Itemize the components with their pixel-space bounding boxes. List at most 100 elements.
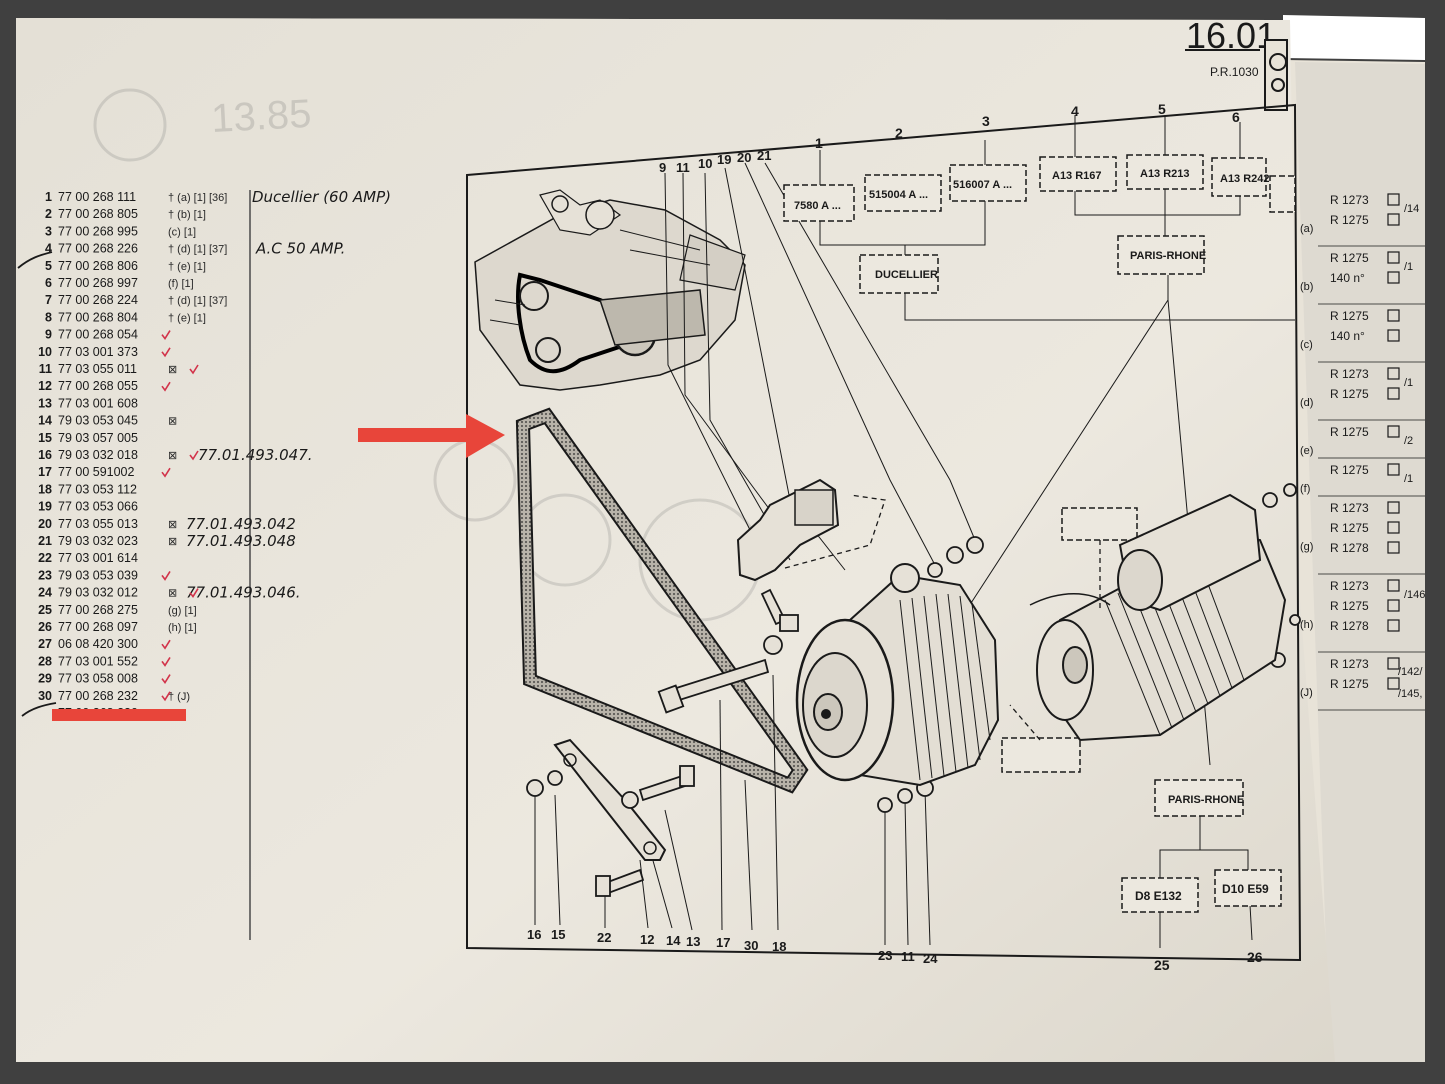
reference-symbol-icon bbox=[1387, 521, 1400, 534]
callout-23: 23 bbox=[878, 948, 892, 963]
reference-group: (f)R 1275/1 bbox=[1300, 463, 1425, 497]
check-mark bbox=[161, 691, 171, 702]
item-number: 12 bbox=[38, 379, 52, 393]
reference-symbol-icon bbox=[1387, 501, 1400, 514]
item-number: 8 bbox=[45, 310, 52, 324]
supplier-code-4: A13 R167 bbox=[1052, 170, 1102, 182]
reference-extra: /145, bbox=[1398, 688, 1422, 700]
red-arrow-marker bbox=[358, 414, 505, 458]
reference-extra: /1 bbox=[1404, 261, 1413, 273]
reference-symbol-icon bbox=[1387, 657, 1400, 670]
starter-motor-illustration bbox=[1029, 493, 1287, 742]
part-number: 79 03 053 045 bbox=[58, 414, 138, 428]
item-number: 9 bbox=[45, 328, 52, 342]
part-number: 79 03 032 023 bbox=[58, 534, 138, 548]
reference-group: (e)R 1275/2 bbox=[1300, 425, 1425, 459]
reference-row: R 1275 bbox=[1330, 251, 1369, 265]
handwritten-note: 77.01.493.047. bbox=[198, 446, 313, 464]
reference-extra: /146 bbox=[1404, 589, 1425, 601]
reference-group-label: (c) bbox=[1300, 339, 1313, 351]
reference-row: R 1273 bbox=[1330, 193, 1369, 207]
item-number: 22 bbox=[38, 551, 52, 565]
part-number: 77 03 053 066 bbox=[58, 500, 138, 514]
part-number: 77 03 055 013 bbox=[58, 517, 138, 531]
supplier-boxes bbox=[783, 154, 1296, 913]
callout-14: 14 bbox=[666, 933, 681, 948]
diagram-labels: 9 11 10 19 20 21 1 2 3 4 5 6 7580 A ... … bbox=[527, 101, 1270, 973]
reference-symbol-icon bbox=[1387, 251, 1400, 264]
part-number: 77 00 268 805 bbox=[58, 207, 138, 221]
reference-row: R 1275 bbox=[1330, 425, 1369, 439]
alternator-logo-icon bbox=[1264, 39, 1288, 111]
part-number: 79 03 032 012 bbox=[58, 586, 138, 600]
item-number: 19 bbox=[38, 500, 52, 514]
part-number: 77 03 001 608 bbox=[58, 396, 138, 410]
reference-row: R 1275 bbox=[1330, 521, 1369, 535]
reference-row: R 1275 bbox=[1330, 599, 1369, 613]
callout-16: 16 bbox=[527, 927, 541, 942]
handwritten-note: 77.01.493.048 bbox=[186, 532, 296, 550]
check-mark bbox=[161, 674, 171, 685]
part-suffix: (h) [1] bbox=[168, 622, 197, 634]
item-number: 5 bbox=[45, 259, 52, 273]
callout-17: 17 bbox=[716, 935, 730, 950]
part-suffix: ⊠ bbox=[168, 536, 177, 548]
item-number: 3 bbox=[45, 224, 52, 238]
callout-13: 13 bbox=[686, 934, 700, 949]
reference-extra: /1 bbox=[1404, 473, 1413, 485]
item-number: 1 bbox=[45, 190, 52, 204]
supplier-number-5: 5 bbox=[1158, 101, 1166, 117]
red-underline-marker bbox=[52, 709, 186, 721]
reference-row: R 1273 bbox=[1330, 501, 1369, 515]
supplier-code-2: 515004 A ... bbox=[869, 189, 928, 201]
reference-group-label: (b) bbox=[1300, 281, 1313, 293]
callout-11-washer: 11 bbox=[901, 949, 915, 964]
item-number: 7 bbox=[45, 293, 52, 307]
supplier-number-4: 4 bbox=[1071, 103, 1079, 119]
margin-arrow-4 bbox=[17, 251, 53, 269]
check-mark bbox=[161, 570, 171, 581]
dashed-pointers bbox=[784, 494, 1101, 741]
reference-row: R 1273 bbox=[1330, 657, 1369, 671]
part-number: 06 08 420 300 bbox=[58, 637, 138, 651]
item-number: 25 bbox=[38, 603, 52, 617]
item-number: 18 bbox=[38, 482, 52, 496]
item-number: 26 bbox=[38, 620, 52, 634]
handwritten-note: A.C 50 AMP. bbox=[255, 240, 345, 258]
reference-symbol-icon bbox=[1387, 193, 1400, 206]
reference-row: 140 n° bbox=[1330, 271, 1365, 285]
part-number: 77 00 268 804 bbox=[58, 310, 138, 324]
starter-model-2: D10 E59 bbox=[1222, 882, 1269, 896]
item-number: 28 bbox=[38, 654, 52, 668]
reference-symbol-icon bbox=[1387, 329, 1400, 342]
reference-symbol-icon bbox=[1387, 309, 1400, 322]
part-number: 79 03 053 039 bbox=[58, 568, 138, 582]
margin-arrow-30 bbox=[21, 702, 57, 717]
check-mark bbox=[189, 588, 199, 599]
supplier-number-1: 1 bbox=[815, 135, 823, 151]
reference-symbol-icon bbox=[1387, 541, 1400, 554]
reference-group-label: (d) bbox=[1300, 397, 1313, 409]
item-number: 16 bbox=[38, 448, 52, 462]
part-number: 77 00 591002 bbox=[58, 465, 135, 479]
part-number: 77 00 268 054 bbox=[58, 328, 138, 342]
part-suffix: ⊠ bbox=[168, 450, 177, 462]
reference-symbol-icon bbox=[1387, 619, 1400, 632]
part-suffix: † (J) bbox=[168, 691, 190, 703]
callout-11: 11 bbox=[676, 160, 690, 175]
check-mark bbox=[189, 364, 199, 375]
reference-symbol-icon bbox=[1387, 463, 1400, 476]
reference-extra: /1 bbox=[1404, 377, 1413, 389]
